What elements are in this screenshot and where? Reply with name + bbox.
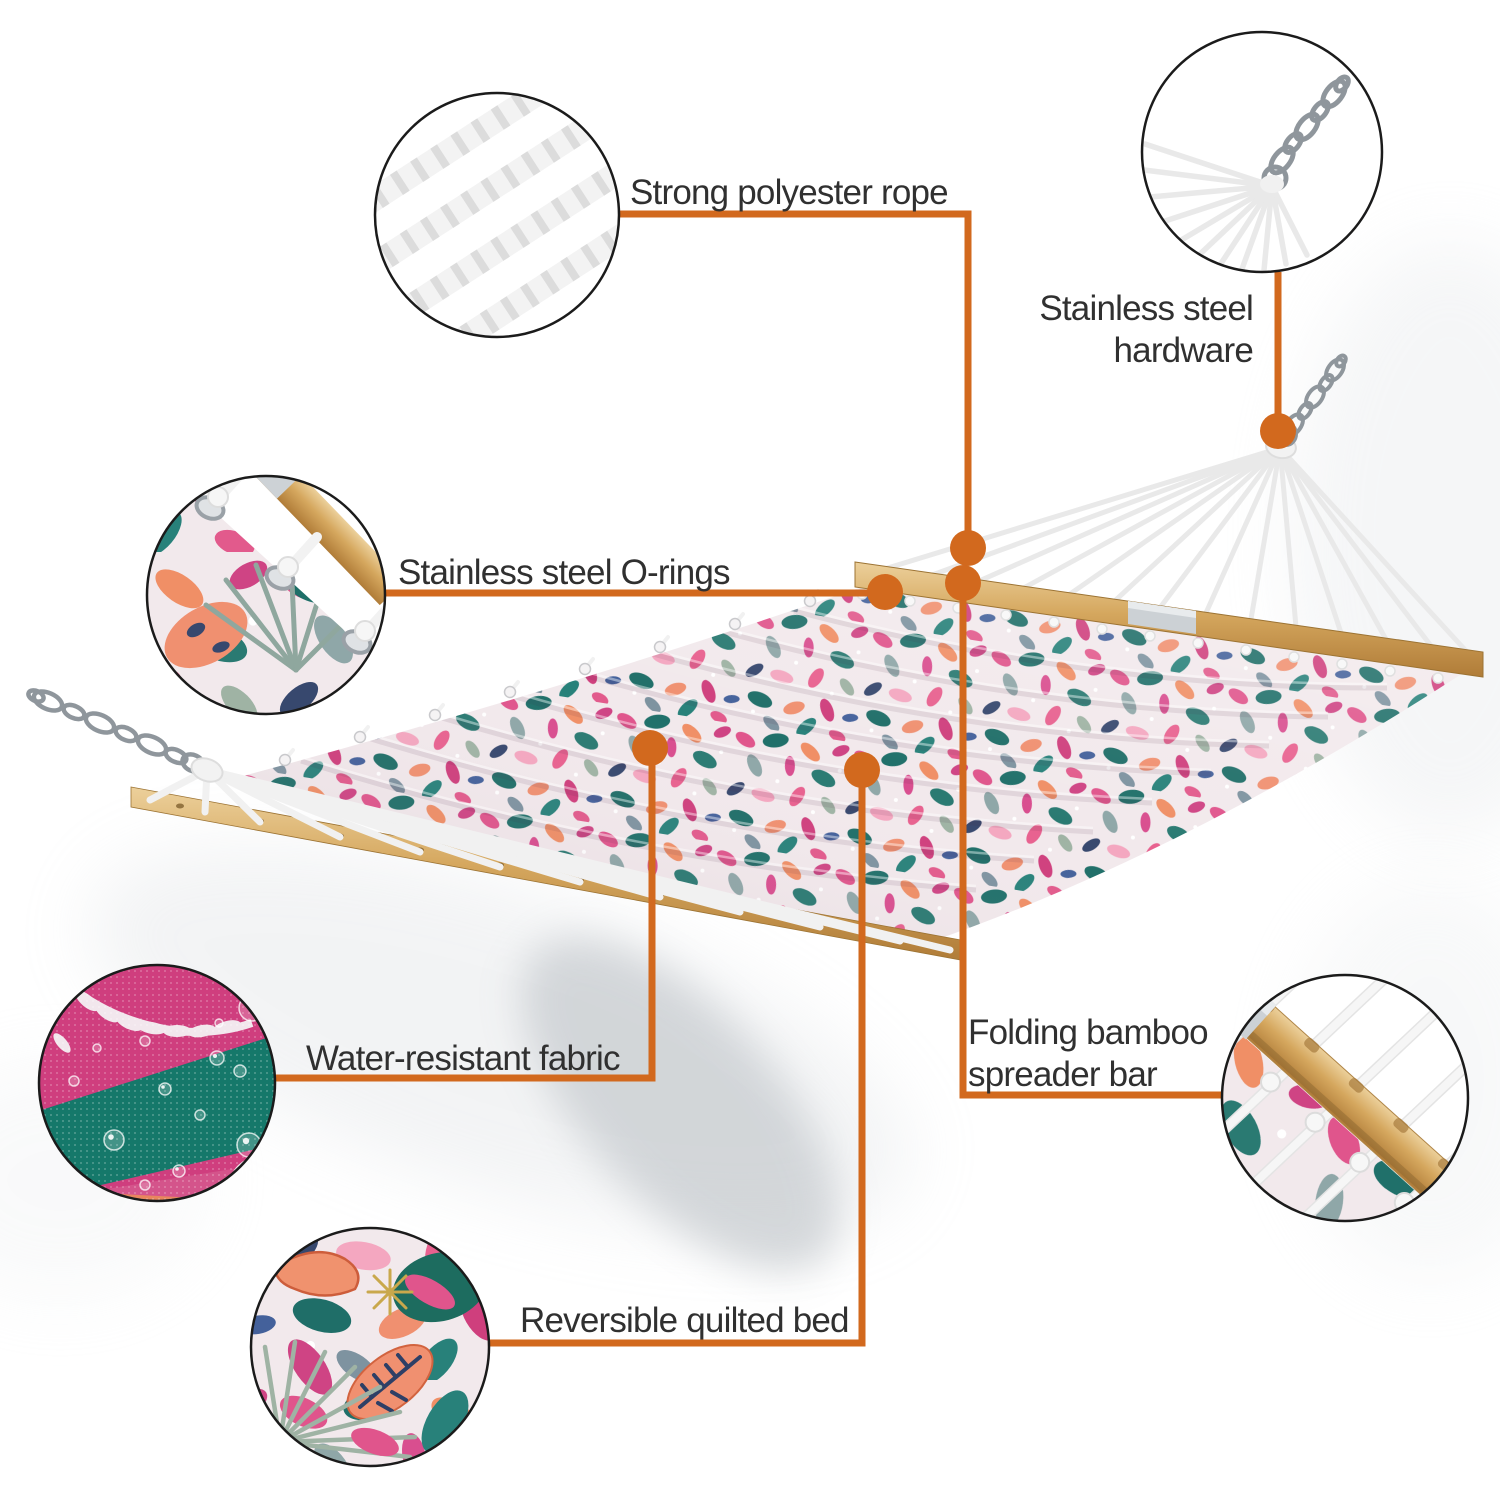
callout-lines (274, 210, 1296, 1347)
label-text-line2: spreader bar (968, 1055, 1158, 1094)
water-closeup-inset (39, 965, 275, 1201)
orings-closeup-inset (147, 476, 385, 714)
spreader-closeup-border (1220, 973, 1470, 1223)
label-reversible-quilted-bed: Reversible quilted bed (520, 1300, 850, 1342)
right-spreader-bar (854, 561, 1484, 684)
water-callout-dot (632, 730, 668, 766)
quilted-closeup-inset (251, 1228, 489, 1466)
label-stainless-steel-hardware: Stainless steel hardware (1039, 288, 1253, 372)
right-suspension-ropes (862, 445, 1481, 667)
quilted-closeup-border (249, 1226, 491, 1468)
spreader-callout-dot (945, 565, 981, 601)
quilted-callout-dot (844, 752, 880, 788)
hardware-closeup-inset (1142, 32, 1382, 272)
label-strong-polyester-rope: Strong polyester rope (630, 172, 949, 214)
label-water-resistant-fabric: Water-resistant fabric (306, 1038, 620, 1080)
water-callout-line (274, 748, 656, 1082)
water-closeup-border (37, 963, 277, 1203)
label-folding-bamboo-spreader-bar: Folding bamboo spreader bar (968, 1012, 1209, 1096)
rope-closeup-border (373, 91, 621, 339)
label-text-line1: Stainless steel (1039, 289, 1253, 328)
label-text: Strong polyester rope (630, 173, 949, 212)
label-text-line2: hardware (1113, 331, 1253, 370)
rope-callout-dot (950, 530, 986, 566)
spreader-callout-line (959, 583, 1223, 1099)
rope-callout-line (620, 210, 972, 548)
hardware-callout-dot (1260, 413, 1296, 449)
orings-callout-dot (867, 574, 903, 610)
left-rope-knot (190, 757, 224, 783)
label-text-line1: Folding bamboo (968, 1013, 1209, 1052)
left-chain (26, 688, 206, 774)
label-text: Stainless steel O-rings (398, 553, 731, 592)
hardware-closeup-border (1140, 30, 1384, 274)
rope-closeup-inset (375, 93, 619, 337)
label-text: Water-resistant fabric (306, 1039, 620, 1078)
label-text: Reversible quilted bed (520, 1301, 850, 1340)
spreader-closeup-inset (1222, 975, 1468, 1221)
label-stainless-steel-o-rings: Stainless steel O-rings (398, 552, 731, 594)
orings-closeup-border (145, 474, 387, 716)
quilt-seams (300, 605, 1388, 893)
quilted-callout-line (490, 770, 866, 1347)
